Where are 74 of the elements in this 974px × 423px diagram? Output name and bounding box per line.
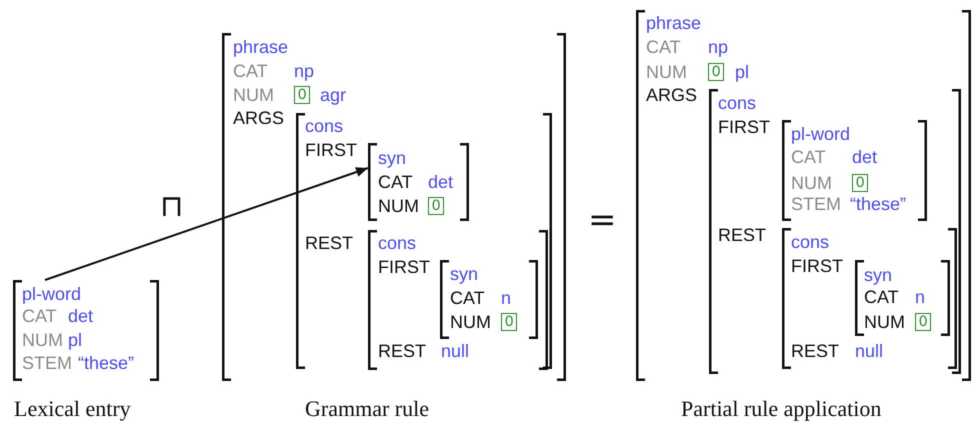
type-label: cons xyxy=(791,232,830,252)
feature-name: ARGS xyxy=(646,85,698,105)
attribute-value-matrix xyxy=(440,260,538,339)
caption-text: Grammar rule xyxy=(305,396,429,422)
coreference-tag: 0 xyxy=(501,313,518,331)
coreference-tag: 0 xyxy=(915,313,932,331)
coreference-tag: 0 xyxy=(428,197,444,215)
type-label: cons xyxy=(718,93,756,113)
feature-value: det xyxy=(852,147,878,167)
equals-sign: = xyxy=(588,203,616,237)
feature-name: CAT xyxy=(22,306,57,326)
caption-text: Lexical entry xyxy=(14,396,131,422)
feature-name: FIRST xyxy=(718,117,770,137)
coreference-tag: 0 xyxy=(708,63,724,81)
feature-name: NUM xyxy=(450,312,491,332)
attribute-value-matrix xyxy=(636,10,971,381)
type-label: pl-word xyxy=(22,284,82,304)
attribute-value-matrix xyxy=(13,280,159,381)
feature-name: CAT xyxy=(646,37,681,57)
coreference-tag: 0 xyxy=(852,174,868,192)
feature-name: NUM xyxy=(791,173,832,193)
feature-value: det xyxy=(428,172,454,192)
type-label: phrase xyxy=(233,37,288,57)
feature-name: CAT xyxy=(450,288,485,308)
feature-value: null xyxy=(441,341,470,361)
attribute-value-matrix xyxy=(782,120,927,221)
feature-name: ARGS xyxy=(233,108,284,128)
feature-name: NUM xyxy=(22,330,63,350)
type-label: syn xyxy=(378,148,406,168)
feature-value: n xyxy=(915,287,926,307)
feature-name: FIRST xyxy=(378,257,430,277)
feature-value: “these” xyxy=(78,353,134,373)
type-label: pl-word xyxy=(791,124,850,144)
feature-name: REST xyxy=(791,341,840,361)
arrow xyxy=(44,167,368,281)
attribute-value-matrix xyxy=(782,228,957,369)
type-label: syn xyxy=(450,264,478,284)
feature-name: NUM xyxy=(233,85,274,105)
attribute-value-matrix xyxy=(709,89,961,374)
feature-name: CAT xyxy=(233,61,268,81)
feature-name: NUM xyxy=(378,196,419,216)
feature-name: REST xyxy=(718,225,766,245)
feature-value: det xyxy=(68,306,94,326)
feature-value: pl xyxy=(68,330,82,350)
type-label: cons xyxy=(305,116,344,136)
feature-name: CAT xyxy=(378,172,413,192)
feature-value: n xyxy=(501,288,512,308)
feature-name: NUM xyxy=(864,312,905,332)
coreference-tag: 0 xyxy=(294,86,310,104)
attribute-value-matrix xyxy=(855,260,950,336)
feature-value: agr xyxy=(320,85,346,105)
feature-value: pl xyxy=(735,62,750,82)
feature-value: “these” xyxy=(850,194,906,214)
feature-value: np xyxy=(708,37,728,57)
feature-name: FIRST xyxy=(791,256,843,276)
feature-name: FIRST xyxy=(305,140,357,160)
attribute-value-matrix xyxy=(296,113,552,369)
feature-name: CAT xyxy=(791,147,826,167)
feature-name: REST xyxy=(305,233,354,253)
caption-text: Partial rule application xyxy=(681,396,882,422)
type-label: syn xyxy=(864,265,892,285)
type-label: phrase xyxy=(646,13,702,33)
type-label: cons xyxy=(378,233,416,253)
feature-name: CAT xyxy=(864,287,899,307)
feature-name: REST xyxy=(378,341,426,361)
feature-value: np xyxy=(294,61,314,81)
feature-name: STEM xyxy=(791,194,842,214)
feature-value: null xyxy=(855,341,884,361)
meet-operator: ⊓ xyxy=(160,192,184,222)
attribute-value-matrix xyxy=(222,33,566,381)
attribute-value-matrix xyxy=(368,143,469,221)
attribute-value-matrix xyxy=(368,230,548,370)
feature-name: NUM xyxy=(646,62,687,82)
feature-name: STEM xyxy=(22,353,72,373)
